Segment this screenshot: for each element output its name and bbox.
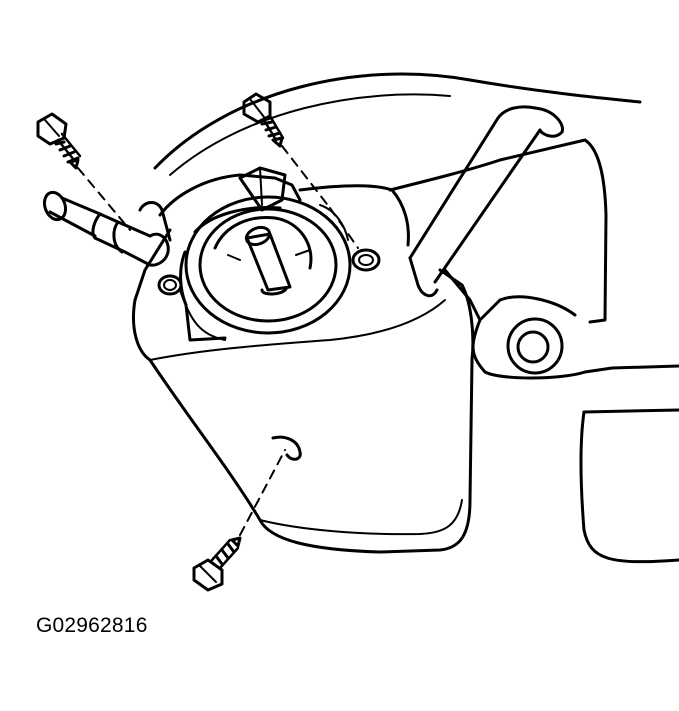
wiper-stalk [408,105,564,298]
screw [192,449,286,592]
turn-signal-stalk [42,190,172,267]
figure-id-label: G02962816 [36,614,148,637]
steering-wheel-outline [153,72,642,176]
dash-bracket [388,138,679,564]
screw [36,112,131,231]
clockspring-assembly [157,166,381,342]
screw [242,92,359,249]
